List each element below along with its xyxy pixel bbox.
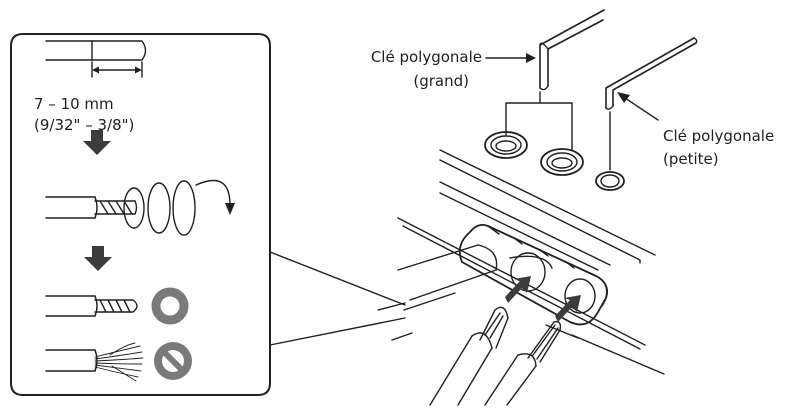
wrench-small-label-line1: Clé polygonale [663, 127, 775, 145]
wrench-small-label-line2: (petite) [663, 150, 719, 168]
wrench-large-label-line1: Clé polygonale [370, 48, 482, 66]
wire-twisting [45, 179, 235, 236]
terminal-hole-large-1 [484, 131, 528, 159]
terminal-hole-small [595, 171, 625, 191]
down-arrow-icon [84, 246, 112, 271]
down-arrow-icon [83, 130, 111, 155]
circle-ok-icon [151, 287, 189, 325]
wire-strip-length [45, 40, 147, 78]
terminal-hole-large-2 [540, 148, 584, 176]
callout-line-bottom [269, 317, 406, 346]
insert-arrow-icon [555, 295, 581, 322]
hex-wrench-large [539, 9, 605, 91]
wrench-large-bracket [505, 91, 573, 151]
callout-line-top [269, 251, 406, 306]
inset-frame [10, 33, 271, 396]
strip-length-metric: 7 – 10 mm [34, 95, 114, 113]
cable-inserted-1 [377, 244, 498, 341]
terminal-block [458, 223, 608, 326]
wrench-large-label-line2: (grand) [413, 72, 469, 90]
unit-housing [377, 9, 698, 406]
wire-correct [45, 295, 138, 317]
hex-wrench-small [605, 37, 698, 110]
strip-length-imperial: (9/32" – 3/8") [34, 116, 135, 134]
label-arrow-small [624, 97, 659, 121]
prohibited-icon [154, 342, 192, 380]
cable-inserted-2 [403, 292, 456, 311]
inset-panel [10, 33, 406, 396]
cable-incoming-1 [429, 306, 509, 406]
insert-arrow-icon [505, 276, 531, 303]
cable-incoming-2 [484, 320, 562, 406]
wire-frayed [45, 342, 144, 382]
